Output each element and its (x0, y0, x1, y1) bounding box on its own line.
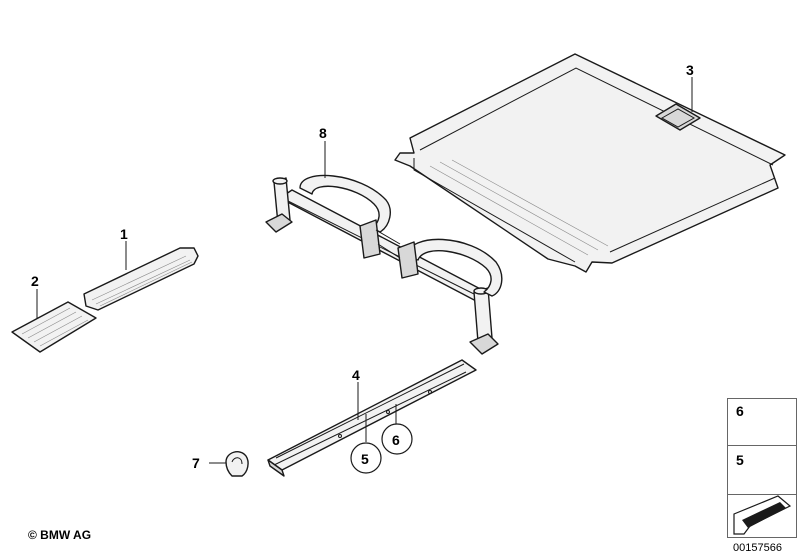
callout-5: 5 (361, 451, 369, 467)
legend-box-5: 5 (727, 445, 797, 495)
copyright-text: © BMW AG (28, 528, 92, 542)
callout-7: 7 (192, 455, 200, 471)
callout-3: 3 (686, 62, 694, 78)
part-2-trim-piece[interactable] (11, 301, 97, 353)
part-7-clip[interactable] (225, 451, 249, 477)
legend-arrow-icon (733, 495, 792, 535)
legend-label-6: 6 (736, 403, 744, 419)
part-1-trim-strip[interactable] (83, 247, 199, 311)
callout-2: 2 (31, 273, 39, 289)
callout-8: 8 (319, 125, 327, 141)
circled-callout-5: 5 (350, 442, 382, 474)
document-number: 00157566 (733, 542, 782, 554)
callout-1: 1 (120, 226, 128, 242)
callout-4: 4 (352, 367, 360, 383)
circled-callout-6: 6 (381, 423, 413, 455)
legend-label-5: 5 (736, 452, 744, 468)
part-3-floor-mat[interactable] (394, 53, 786, 273)
callout-6: 6 (392, 432, 400, 448)
part-4-guide-rail[interactable] (267, 359, 477, 477)
part-8-retaining-bar[interactable] (265, 174, 503, 355)
leader-lines (36, 77, 693, 464)
legend-box-6: 6 (727, 398, 797, 446)
legend-box-arrow (727, 494, 797, 538)
